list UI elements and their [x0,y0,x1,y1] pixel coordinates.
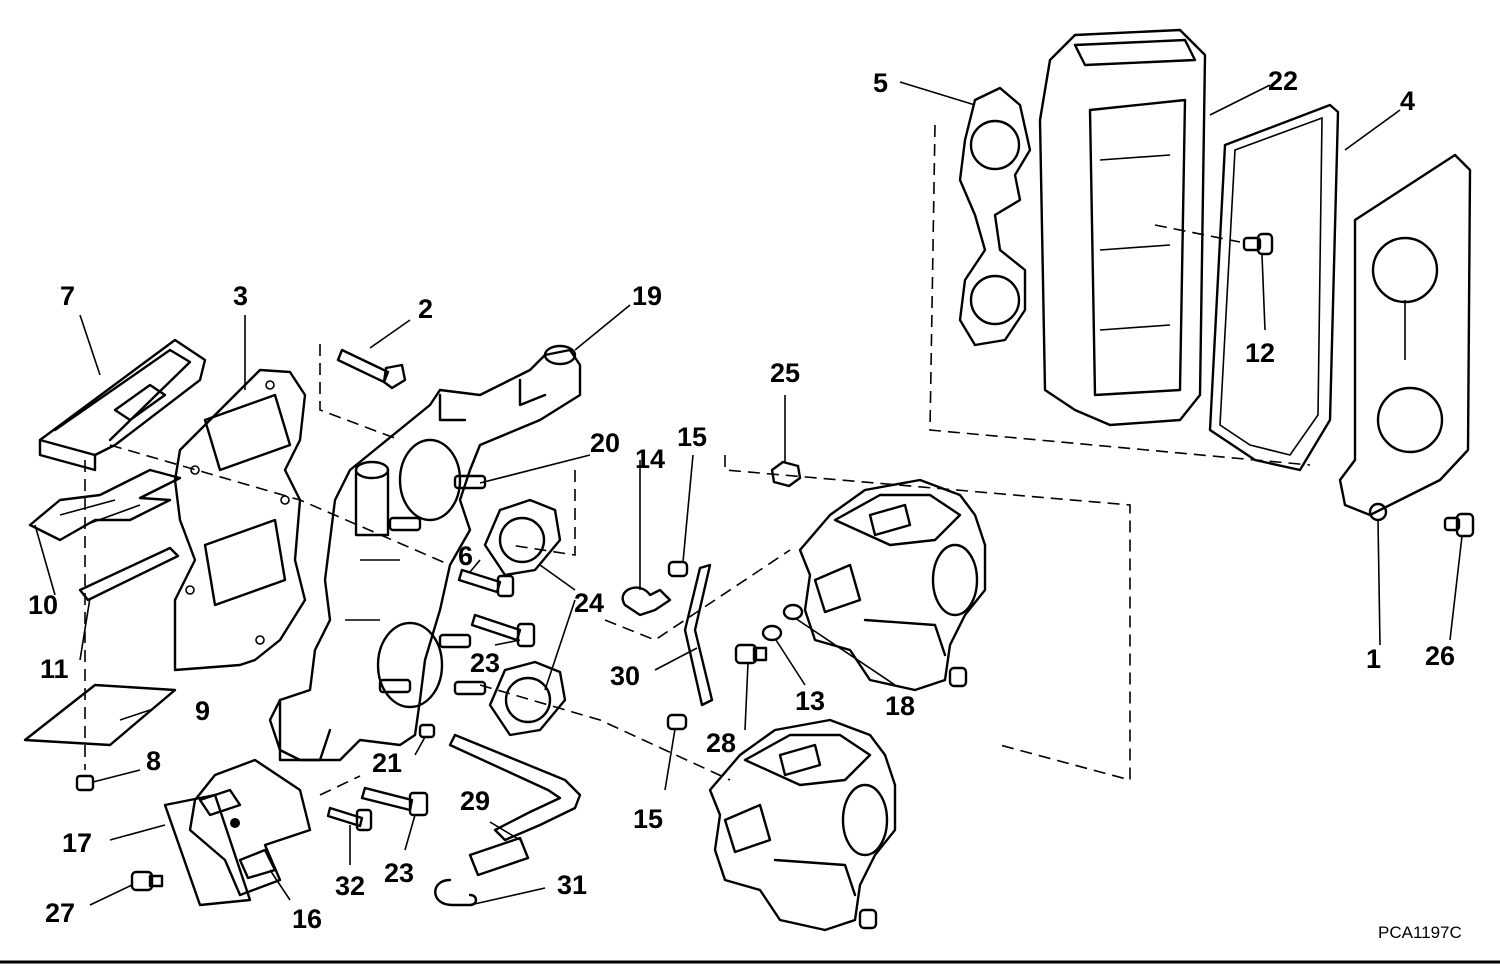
part-bolt-6 [457,568,515,598]
part-fitting-21 [418,723,436,739]
callout-22: 22 [1268,66,1298,96]
part-bolt-32 [326,806,373,832]
part-silencer-base-22 [1038,28,1207,427]
callout-15-bottom: 15 [633,804,663,834]
callout-4: 4 [1400,86,1415,116]
callout-23-lower: 23 [384,858,414,888]
part-gasket-5 [958,86,1032,347]
part-fuel-line-30 [666,560,714,731]
part-cover-1 [1338,153,1472,522]
part-linkage-14 [621,586,672,617]
dashed-guide-reed-to-manifold [109,444,451,566]
part-reed-block [38,338,207,472]
part-plate [23,683,177,747]
part-reed-stop [78,546,180,602]
callout-2: 2 [418,294,433,324]
part-nut-18 [782,603,804,621]
callout-8: 8 [146,746,161,776]
part-bolt-23-lower [360,786,429,817]
callout-29: 29 [460,786,490,816]
figure-code: PCA1197C [1378,923,1462,942]
callout-11: 11 [40,654,69,684]
part-carburetor-upper [798,478,987,692]
callout-26: 26 [1425,641,1455,671]
part-intake-manifold [268,344,582,762]
dashed-guide-screw-12 [1154,224,1241,243]
part-bolt-23-upper [470,613,536,648]
callout-17: 17 [62,828,92,858]
dashed-guide-linkage [604,549,791,641]
callout-31: 31 [557,870,587,900]
part-screw-12 [1242,232,1274,256]
callout-3: 3 [233,281,248,311]
dashed-guide-nut-25 [724,455,1131,782]
callout-14: 14 [635,444,665,474]
callout-10: 10 [28,590,58,620]
dashed-guide-bolt-2 [319,344,401,441]
part-gaskets-24 [483,498,567,737]
callout-9: 9 [195,696,210,726]
dashed-guide-carb-lower [479,684,731,781]
callout-20: 20 [590,428,620,458]
part-gasket-4 [1208,103,1340,472]
callout-32: 32 [335,871,365,901]
part-gasket-4-inner [1219,116,1323,456]
part-gasket-3 [173,368,307,672]
dashed-guide-gasket-upper [509,470,576,556]
callout-7: 7 [60,281,75,311]
callout-1: 1 [1366,644,1381,674]
part-hose-29 [448,733,582,877]
callout-18: 18 [885,691,915,721]
callout-23-upper: 23 [470,648,500,678]
part-screw-28 [734,643,768,665]
callout-21: 21 [372,748,402,778]
part-bolt-2 [336,348,407,390]
part-screw-27 [130,870,164,892]
callout-24: 24 [574,588,604,618]
part-studs-20 [378,474,487,696]
leader-lines [34,81,1463,906]
part-screw-26 [1443,512,1475,538]
callout-13: 13 [795,686,825,716]
part-nut-25 [770,460,802,488]
part-screw-8 [75,774,95,792]
dashed-guide-to-silencer [929,124,1311,466]
part-carburetor-lower [708,718,897,932]
part-reed-petals [28,468,182,542]
dashed-guide-bolt-23 [319,775,361,796]
callout-25: 25 [770,358,800,388]
part-washer-13 [761,624,783,642]
callout-30: 30 [610,661,640,691]
part-bracket-16 [188,758,312,897]
callout-28: 28 [706,728,736,758]
callout-16: 16 [292,904,322,934]
callout-27: 27 [45,898,75,928]
callout-15-top: 15 [677,422,707,452]
part-plate-17 [163,793,252,907]
callout-12: 12 [1245,338,1275,368]
callout-6: 6 [458,541,473,571]
part-clip-31 [434,878,478,907]
callout-5: 5 [873,68,888,98]
callout-19: 19 [632,281,662,311]
